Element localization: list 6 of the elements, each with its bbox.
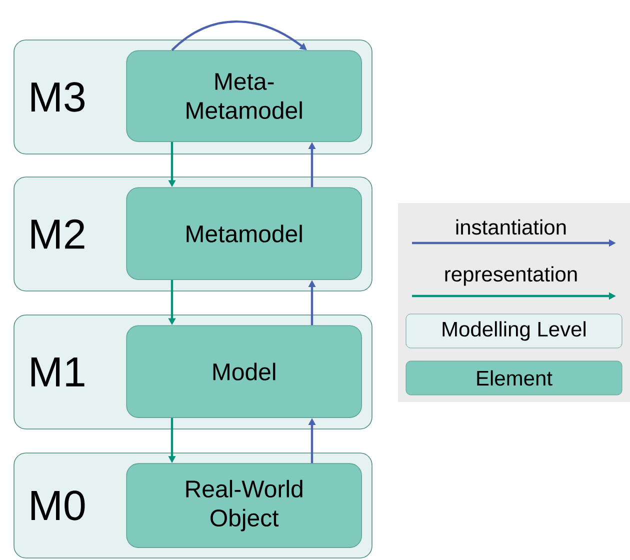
legend-label: representation (445, 266, 577, 286)
legend-label: instantiation (456, 219, 566, 235)
element-box: Meta- Metamodel (126, 50, 362, 142)
element-box: Metamodel (126, 187, 362, 280)
element-box: Real-World Object (126, 463, 362, 548)
element-box: Model (126, 325, 362, 418)
